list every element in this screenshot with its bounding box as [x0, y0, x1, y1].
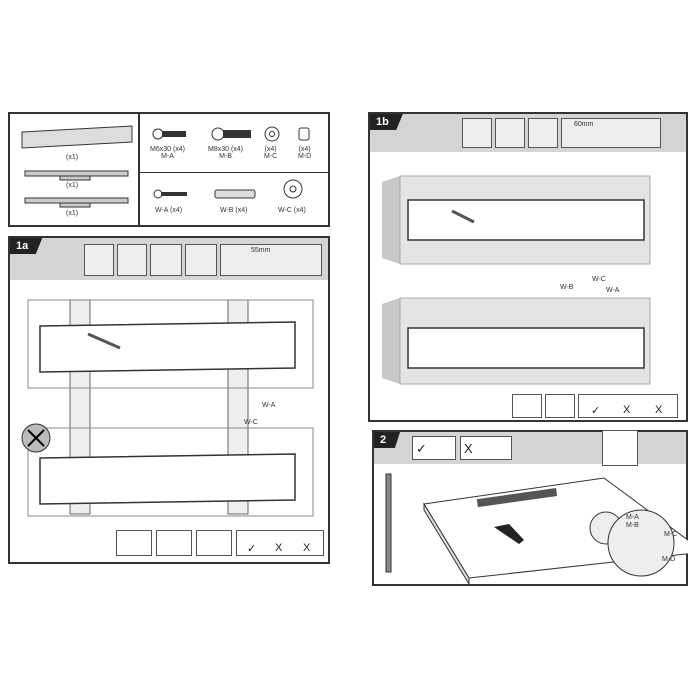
step-number: 2 [374, 432, 401, 448]
correct-assembly-icon: ✓ [412, 436, 456, 460]
check-ok: ✓ [247, 543, 257, 555]
step-2-panel: 2 ✓ X M-A M-B M-C M-D [372, 430, 688, 586]
screw-step-icon [196, 530, 232, 556]
parts-divider-horizontal [138, 172, 328, 173]
part-w-a: W-A (x4) [155, 207, 183, 214]
parts-drawings [21, 125, 310, 208]
concrete-wall-icon [462, 118, 492, 148]
screw-icon [152, 127, 251, 141]
part-m-a: M6x30 (x4)M-A [150, 146, 185, 160]
check-no: X [655, 404, 663, 416]
part-m-b: M8x30 (x4)M-B [208, 146, 243, 160]
qty-label: (x1) [66, 182, 79, 189]
part-code: M-D [298, 153, 312, 160]
part-size: M6x30 (x4) [150, 146, 186, 153]
incorrect-assembly-icon: X [460, 436, 512, 460]
callout-w-c: W-C [244, 419, 258, 426]
drill-depth-icon: 55mm [220, 244, 322, 276]
callout-m-d: M-D [662, 556, 676, 563]
part-code: M-B [219, 153, 232, 160]
level-tool-icon [117, 244, 147, 276]
step-number: 1b [370, 114, 403, 130]
part-code: M-C [264, 153, 278, 160]
drill-tool-icon [528, 118, 558, 148]
step-1b-panel: 1b 60mm W-B W-C W-A ✓ X X [368, 112, 688, 422]
screwdriver-icon [602, 430, 638, 466]
part-m-d: (x4)M-D [298, 146, 311, 160]
wall-anchor-icon [214, 189, 256, 199]
screw-step-icon [545, 394, 575, 418]
callout-w-a: W-A [606, 287, 620, 294]
part-size: M8x30 (x4) [208, 146, 244, 153]
qty-label: (x1) [66, 154, 79, 161]
part-code: M-A [161, 153, 174, 160]
pencil-tool-icon [495, 118, 525, 148]
parts-divider [138, 114, 140, 225]
callout-w-b: W-B [560, 284, 574, 291]
step-1b-drawing [382, 175, 651, 385]
stud-finder-tool-icon [84, 244, 114, 276]
step-1a-panel: 1a 55mm W-A W-C ✓ X X [8, 236, 330, 564]
part-w-b: W-B (x4) [220, 207, 248, 214]
callout-m-c: M-C [664, 531, 678, 538]
drill-depth-icon: 60mm [561, 118, 661, 148]
step-number: 1a [10, 238, 43, 254]
level-check-icons: ✓ X X [578, 394, 678, 418]
part-m-c: (x4)M-C [264, 146, 277, 160]
drill-depth-label: 55mm [251, 247, 271, 254]
pencil-tool-icon [150, 244, 182, 276]
callout-m-a: M-A [626, 514, 639, 521]
drill-step-icon [156, 530, 192, 556]
tv-arm-icon [24, 170, 129, 208]
drill-tool-icon [185, 244, 217, 276]
qty-label: (x1) [66, 210, 79, 217]
wall-screw-icon [153, 189, 187, 199]
callout-w-a: W-A [262, 402, 276, 409]
wall-washer-icon [283, 179, 303, 199]
level-check-icons: ✓ X X [236, 530, 324, 556]
callout-w-c: W-C [592, 276, 606, 283]
drill-step-icon [512, 394, 542, 418]
check-ok: ✓ [591, 405, 601, 417]
check-no: X [623, 404, 631, 416]
check-no: X [275, 542, 283, 554]
ok-mark: ✓ [416, 441, 427, 456]
drill-depth-label: 60mm [574, 121, 594, 128]
no-mark: X [464, 441, 473, 456]
washer-icon [264, 126, 310, 142]
wall-plate-icon [21, 125, 133, 149]
parts-list: (x1) (x1) (x1) M6x30 (x4)M-A M8x30 (x4)M… [8, 112, 330, 227]
wall-type-icon [116, 530, 152, 556]
callout-m-b: M-B [626, 522, 639, 529]
part-size: (x4) [264, 146, 277, 153]
part-size: (x4) [298, 146, 311, 153]
check-no: X [303, 542, 311, 554]
part-w-c: W-C (x4) [278, 207, 306, 214]
step-1a-drawing [21, 299, 314, 517]
step-2-drawing [385, 473, 688, 586]
